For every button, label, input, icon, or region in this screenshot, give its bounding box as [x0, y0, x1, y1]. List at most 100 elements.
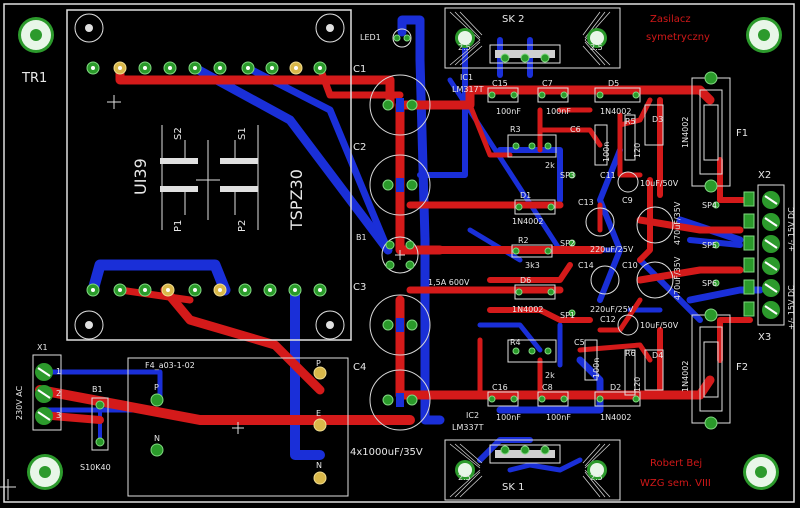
author-line1: Robert Bej	[650, 458, 702, 469]
ic1-model: LM317T	[452, 85, 484, 94]
sp4-label: SP4	[702, 201, 717, 210]
ic1-label: IC1	[460, 73, 473, 82]
x1-voltage-label: 230V AC	[15, 385, 24, 420]
hole-label-2: 2.5	[590, 43, 603, 52]
heatsink-top-label: SK 2	[502, 14, 524, 25]
c7-value: 100nF	[546, 107, 571, 116]
red-traces	[35, 63, 753, 425]
d1-label: D1	[520, 191, 531, 200]
model-label: TSPZ30	[287, 169, 306, 231]
filter-ref: F4_a03-1-02	[145, 361, 195, 370]
p2-label: P2	[237, 220, 248, 232]
r4-label: R4	[510, 338, 521, 347]
c10-label: C10	[622, 261, 638, 270]
author-line2: WZG sem. VIII	[640, 478, 711, 489]
r3-label: R3	[510, 125, 521, 134]
hole-label-3: 2.5	[458, 473, 471, 482]
sp6-label: SP6	[702, 279, 717, 288]
d1-value: 1N4002	[512, 217, 543, 226]
s2-label: S2	[173, 127, 184, 140]
c9-label: C9	[622, 196, 633, 205]
title-line1: Zasilacz	[650, 14, 691, 25]
c6-label: C6	[570, 125, 581, 134]
e-label: E	[316, 409, 321, 418]
heatsink-bottom	[444, 439, 621, 501]
c13-value: 220uF/25V	[590, 245, 634, 254]
d3-label: D3	[652, 115, 663, 124]
c12-label: C12	[600, 315, 616, 324]
f2-label: F2	[736, 362, 748, 373]
c16-label: C16	[492, 383, 508, 392]
x3-label: X3	[758, 332, 771, 343]
r6-value: 120	[633, 377, 642, 392]
d3-value: 1N4002	[681, 117, 690, 148]
c1-label: C1	[353, 64, 366, 75]
bridge-value: 1,5A 600V	[428, 278, 470, 287]
d5-label: D5	[608, 79, 619, 88]
sp2-label: SP2	[560, 239, 575, 248]
c9-value: 470uF/35V	[673, 201, 682, 245]
d4-label: D4	[652, 351, 663, 360]
c16-value: 100nF	[496, 413, 521, 422]
c12-value: 10uF/50V	[640, 321, 679, 330]
d6-label: D6	[520, 276, 531, 285]
d2-value: 1N4002	[600, 413, 631, 422]
heatsink-bottom-label: SK 1	[502, 482, 524, 493]
ic2-model: LM337T	[452, 423, 484, 432]
ic2-label: IC2	[466, 411, 479, 420]
bridge-label: B1	[356, 233, 367, 242]
c5-value: 100n	[592, 358, 601, 378]
varistor-label: B1	[92, 385, 103, 394]
led-label: LED1	[360, 33, 381, 42]
big-cap-value: 4x1000uF/35V	[350, 447, 423, 458]
x2-label: X2	[758, 170, 771, 181]
sp1-label: SP1	[560, 311, 575, 320]
r3-value: 2k	[545, 161, 555, 170]
c13-label: C13	[578, 198, 594, 207]
mounting-holes	[18, 17, 782, 490]
n-label: N	[154, 434, 160, 443]
bridge-rectifier	[381, 236, 419, 274]
hole-label-1: 2.5	[458, 43, 471, 52]
title-line2: symetryczny	[646, 32, 710, 43]
c3-label: C3	[353, 282, 366, 293]
c11-value: 10uF/50V	[640, 179, 679, 188]
core-label: UI39	[131, 158, 150, 195]
x1-pin3: 3	[56, 411, 61, 420]
p1-label: P1	[173, 220, 184, 232]
fuses	[691, 71, 731, 430]
c14-label: C14	[578, 261, 594, 270]
filter-block	[91, 357, 349, 497]
d6-value: 1N4002	[512, 305, 543, 314]
c5-label: C5	[574, 338, 585, 347]
heatsink-top	[444, 7, 621, 69]
pp-label: P	[316, 359, 321, 368]
input-connector-x1	[32, 354, 62, 431]
output-connectors	[743, 184, 785, 326]
transformer-pins-top	[86, 61, 327, 75]
x1-pin1: 1	[56, 367, 61, 376]
small-components	[487, 87, 674, 407]
x1-label: X1	[37, 343, 48, 352]
c15-label: C15	[492, 79, 508, 88]
big-capacitors	[369, 74, 431, 431]
s1-label: S1	[237, 127, 248, 140]
d5-value: 1N4002	[600, 107, 631, 116]
r5-label: R5	[625, 117, 636, 126]
r5-value: 120	[633, 143, 642, 158]
out-pos-label: +/- 15V DC	[787, 207, 796, 252]
sp3-label: SP3	[560, 171, 575, 180]
x1-pin2: 2	[56, 389, 61, 398]
board-outline	[3, 3, 795, 503]
f1-label: F1	[736, 128, 748, 139]
small-component-pads	[488, 91, 720, 403]
c7-label: C7	[542, 79, 553, 88]
varistor-model: S10K40	[80, 463, 111, 472]
c8-label: C8	[542, 383, 553, 392]
nn-label: N	[316, 461, 322, 470]
transformer-tr1	[66, 9, 352, 341]
p-label: P	[154, 383, 159, 392]
hole-label-4: 2.5	[590, 473, 603, 482]
d2-label: D2	[610, 383, 621, 392]
